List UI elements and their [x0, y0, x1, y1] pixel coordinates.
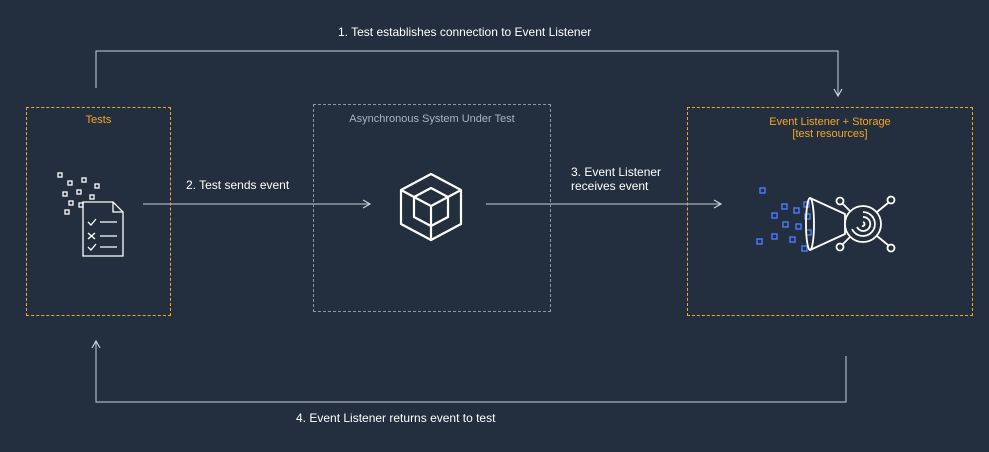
step1-connector	[95, 50, 843, 98]
event-listener-box: Event Listener + Storage [test resources…	[687, 107, 973, 316]
event-funnel-fingerprint-icon	[756, 187, 896, 253]
event-squares	[756, 187, 812, 252]
cube-icon	[399, 172, 463, 242]
listener-box-title: Event Listener + Storage	[769, 116, 891, 128]
tests-box-title: Tests	[85, 114, 112, 126]
tests-box: Tests	[26, 107, 171, 316]
step4-connector	[91, 339, 847, 403]
step3-label-line1: 3. Event Listener	[571, 165, 662, 179]
system-under-test-box: Asynchronous System Under Test	[313, 104, 551, 312]
step4-label: 4. Event Listener returns event to test	[296, 411, 496, 425]
step1-label: 1. Test establishes connection to Event …	[338, 25, 592, 39]
checklist-document-icon	[57, 172, 124, 257]
listener-box-subtitle: [test resources]	[792, 128, 868, 140]
system-box-title: Asynchronous System Under Test	[349, 113, 515, 125]
step2-label: 2. Test sends event	[186, 178, 290, 192]
step3-label-line2: receives event	[571, 179, 649, 193]
